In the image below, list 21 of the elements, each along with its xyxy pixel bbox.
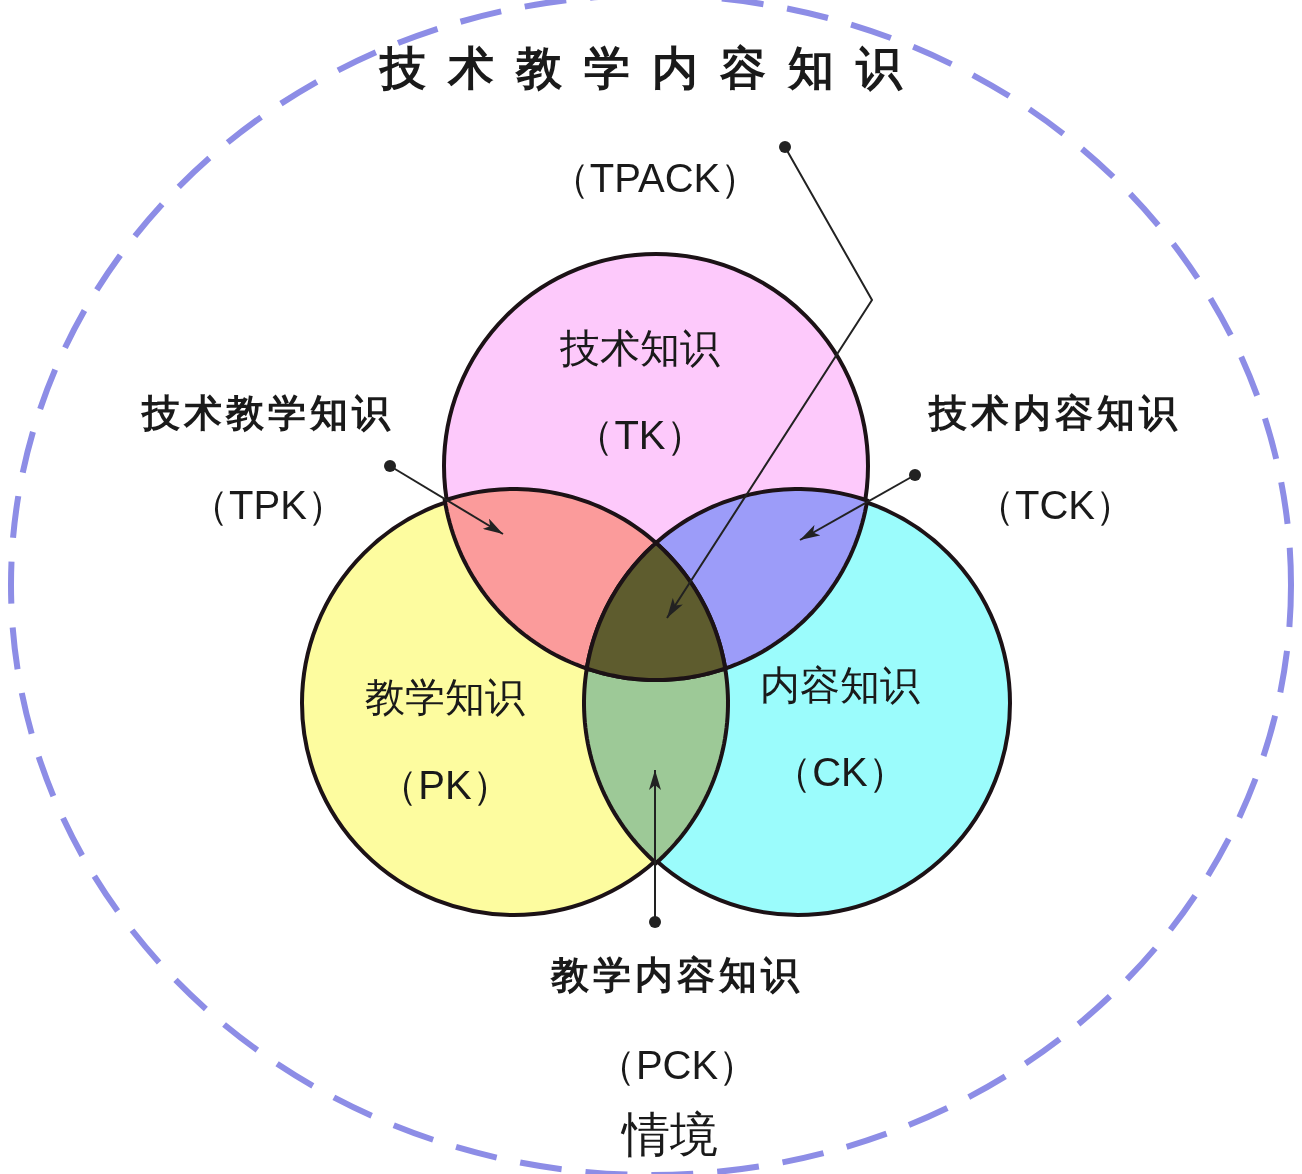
leader-line (666, 141, 874, 619)
knowledge-name: 内容知识 (760, 662, 920, 708)
diagram-title: 技术教学内容知识 (380, 41, 924, 95)
overlap-region (442, 487, 658, 671)
callout-text: 教学内容知识 (551, 953, 803, 997)
callout-text: 技术内容知识 (929, 391, 1181, 435)
abbreviation-text: （TCK） (975, 482, 1135, 528)
abbreviation-text: （PCK） (595, 1042, 759, 1088)
leader-line (649, 769, 661, 928)
callout-text: 技术教学知识 (142, 391, 394, 435)
overlap-region (584, 540, 728, 682)
knowledge-name: 技术知识 (560, 325, 720, 371)
abbreviation-text: （TK） (574, 412, 706, 458)
abbreviation-text: （PK） (378, 762, 512, 808)
context-label: 情境 (622, 1107, 718, 1163)
abbreviation-text: （CK） (772, 749, 908, 795)
abbreviation-text: （TPK） (189, 482, 347, 528)
leader-line (799, 469, 921, 541)
knowledge-name: 教学知识 (365, 674, 525, 720)
abbreviation-text: （TPACK） (549, 155, 761, 201)
leader-line (384, 460, 504, 535)
